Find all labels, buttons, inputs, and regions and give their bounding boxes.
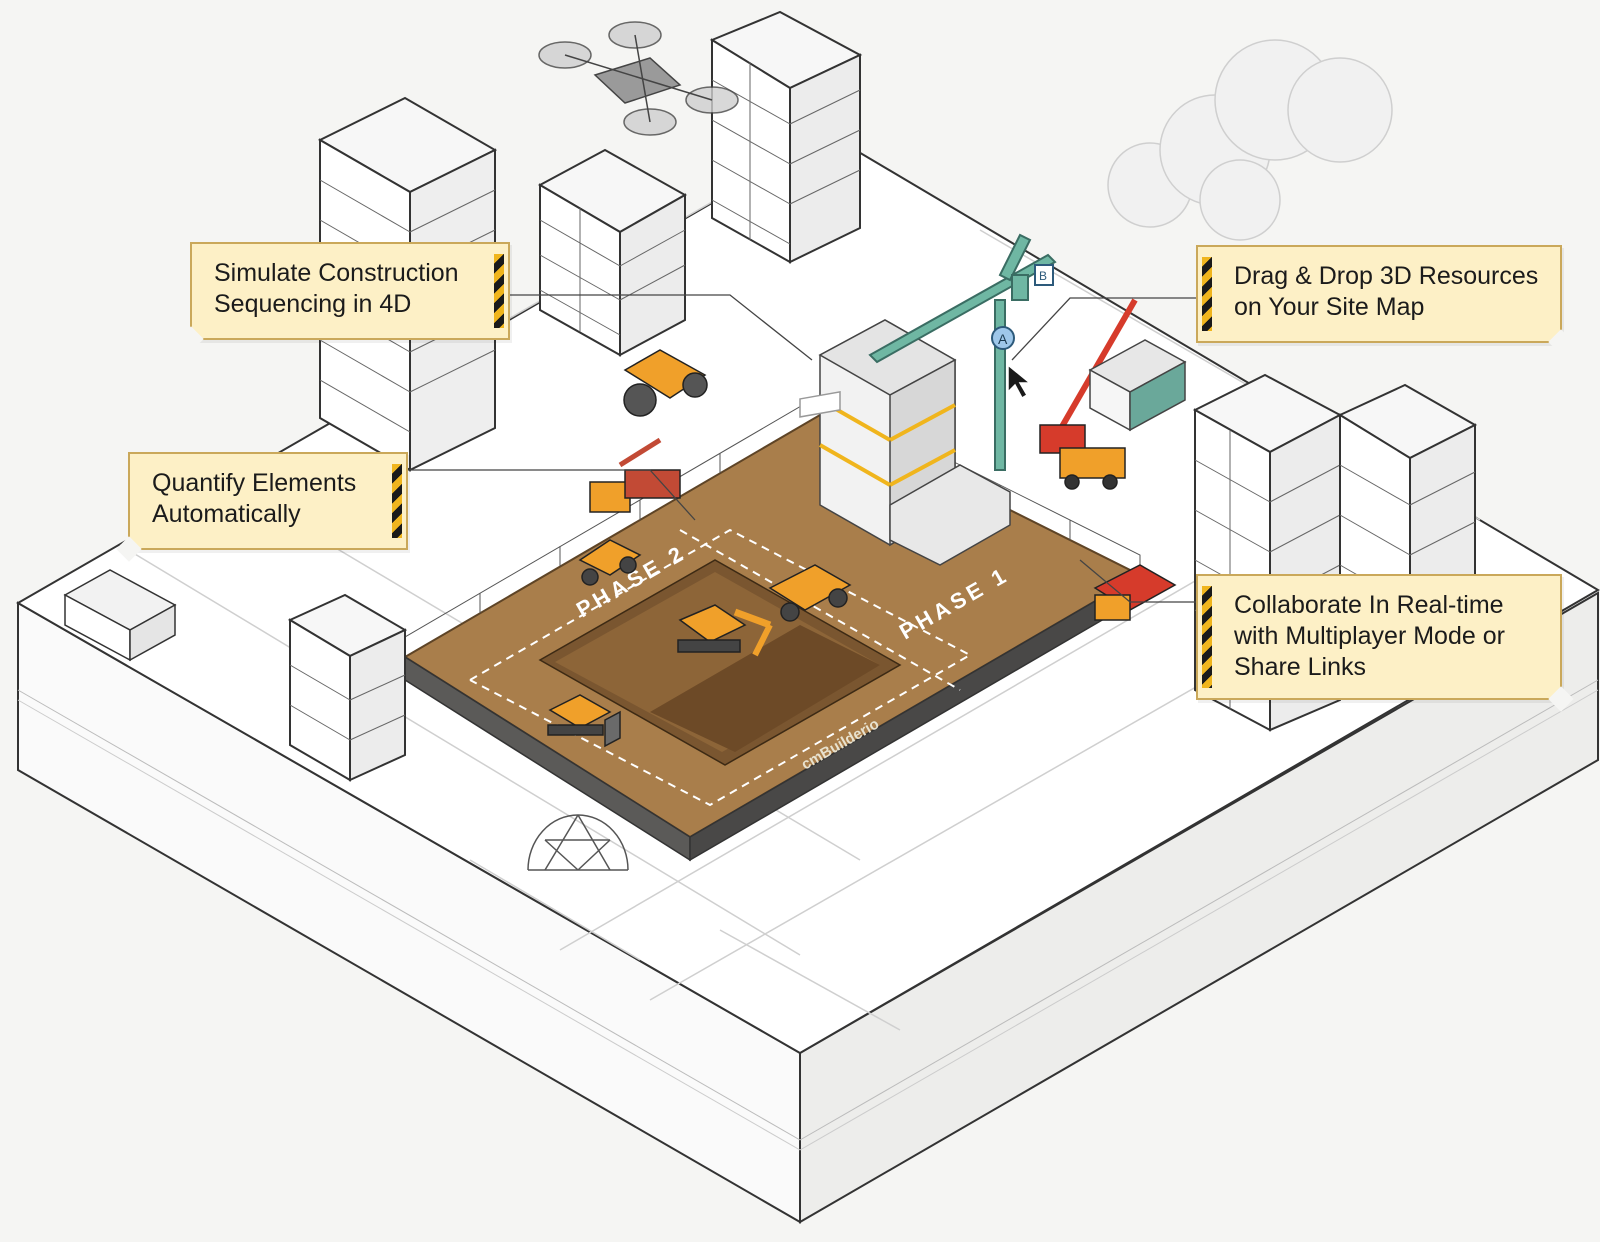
callout-collaborate-line1: Collaborate In Real-time — [1234, 591, 1504, 619]
dump-truck — [768, 564, 852, 622]
callout-drag-drop-line1: Drag & Drop 3D Resources — [1234, 262, 1539, 290]
crane-marker-b: B — [1039, 269, 1047, 283]
slab-right-face — [799, 591, 1599, 1224]
building-mid-left — [537, 148, 688, 357]
excavator — [677, 604, 773, 657]
drone-icon — [538, 21, 739, 136]
geodesic-dome — [527, 814, 629, 871]
cloud-icon — [1107, 39, 1393, 241]
callout-simulate-4d: Simulate Construction Sequencing in 4D — [178, 242, 510, 352]
callout-drag-drop: Drag & Drop 3D Resources on Your Site Ma… — [1196, 245, 1574, 355]
road-roller — [623, 349, 708, 417]
site-cabin — [1088, 339, 1187, 432]
callout-collaborate-line3: Share Links — [1234, 653, 1367, 681]
hazard-stripe-icon — [392, 464, 402, 538]
callout-collaborate: Collaborate In Real-time with Multiplaye… — [1196, 574, 1574, 712]
callout-simulate-line2: Sequencing in 4D — [214, 290, 412, 318]
hazard-stripe-icon — [1202, 586, 1212, 688]
building-under-construction — [799, 319, 1011, 566]
building-top-center — [709, 10, 863, 264]
wheel-loader — [578, 539, 642, 586]
building-front-small — [287, 593, 408, 782]
bulldozer — [547, 694, 621, 748]
tower-crane: A B — [868, 233, 1057, 471]
hazard-stripe-icon — [1202, 257, 1212, 331]
callout-quantify-line2: Automatically — [152, 500, 301, 528]
callout-simulate-line1: Simulate Construction — [214, 259, 459, 287]
callout-collaborate-line2: with Multiplayer Mode or — [1234, 622, 1505, 650]
red-truck-right — [1093, 564, 1177, 621]
callout-leader-lines — [408, 294, 1198, 603]
crane-marker-a: A — [998, 331, 1008, 347]
bus — [63, 569, 177, 662]
pointer-cursor-icon — [1007, 363, 1033, 400]
callout-drag-drop-line2: on Your Site Map — [1234, 293, 1425, 321]
callout-quantify: Quantify Elements Automatically — [116, 452, 408, 562]
phase-boundary-dashed — [469, 528, 973, 807]
mobile-crane — [1039, 298, 1138, 490]
hazard-stripe-icon — [494, 254, 504, 328]
callout-quantify-line1: Quantify Elements — [152, 469, 357, 497]
